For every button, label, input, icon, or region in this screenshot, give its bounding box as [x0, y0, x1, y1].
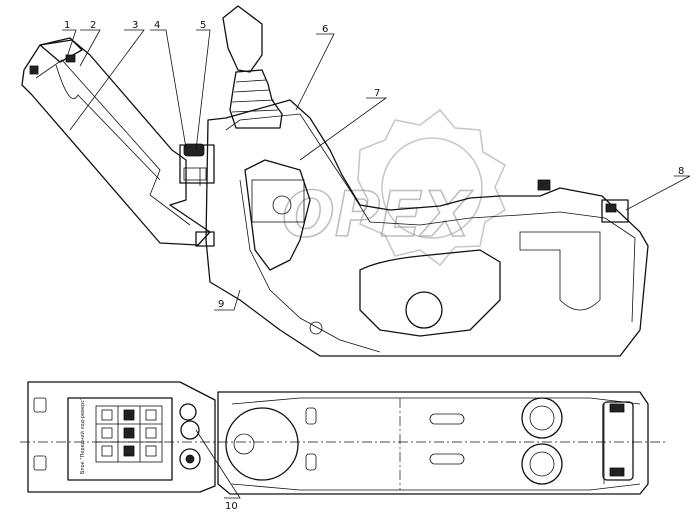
plan-rear-clip-1 — [609, 403, 625, 413]
console-body — [205, 99, 649, 357]
hinge-bracket — [195, 231, 215, 247]
callout-3: 3 — [132, 20, 138, 31]
plan-oval-slot-2 — [429, 453, 465, 465]
plan-view: Блок "Передний ход-реверс" — [27, 381, 649, 495]
plan-slot-2 — [305, 453, 317, 471]
plan-rear-block — [602, 401, 634, 481]
plan-rear-clip-2 — [609, 467, 625, 477]
side-view — [21, 5, 649, 357]
callout-7: 7 — [374, 88, 380, 99]
control-panel — [67, 397, 173, 481]
console-plan-inner — [231, 397, 641, 491]
lever-handle — [222, 5, 263, 73]
callout-10: 10 — [225, 501, 238, 512]
panel-switch-2 — [123, 427, 135, 439]
panel-switch-1 — [123, 409, 135, 421]
panel-switch-3 — [123, 445, 135, 457]
rear-bracket — [601, 199, 629, 223]
panel-indicator-1 — [101, 409, 113, 421]
leader-2 — [79, 29, 101, 67]
plan-oval-slot-1 — [429, 413, 465, 425]
callout-9: 9 — [218, 299, 224, 310]
armrest-top-pad — [39, 37, 83, 63]
panel-indicator-3 — [101, 445, 113, 457]
watermark-gear — [357, 108, 507, 267]
console-plan-outline — [217, 391, 649, 495]
lever-boot — [229, 69, 283, 129]
plan-circle-1 — [521, 397, 563, 439]
callout-1: 1 — [64, 20, 70, 31]
plan-circle-1-inner — [529, 405, 555, 431]
armrest-fastener — [29, 65, 39, 75]
leader-1 — [62, 29, 77, 61]
armrest-plan-pad-2 — [33, 455, 47, 471]
mechanism-pivot — [272, 195, 292, 215]
armrest-fastener-2 — [65, 54, 76, 63]
console-lower-contour — [239, 179, 381, 353]
leader-10 — [195, 429, 241, 499]
lever-opening — [225, 407, 299, 481]
switch-grid-frame — [95, 405, 163, 463]
callout-8: 8 — [678, 166, 684, 177]
panel-switch-grid — [95, 405, 163, 463]
callouts: 1 2 3 4 5 6 7 8 9 10 — [64, 20, 684, 512]
console-round-cutout — [405, 291, 443, 329]
panel-indicator-2 — [101, 427, 113, 439]
leader-9 — [214, 289, 241, 311]
armrest-plan-pad-1 — [33, 397, 47, 413]
plan-knob-1 — [179, 403, 197, 421]
callout-4: 4 — [154, 20, 160, 31]
panel-indicator-6 — [145, 445, 157, 457]
panel-indicator-5 — [145, 427, 157, 439]
console-slot — [359, 249, 501, 337]
leader-5 — [195, 29, 211, 151]
watermark-text: OPEX — [282, 178, 473, 251]
armrest-outline — [21, 39, 211, 246]
switch-body — [183, 167, 207, 181]
leader-7 — [299, 97, 388, 161]
panel-plate-text: Блок "Передний ход-реверс" — [79, 398, 86, 474]
plan-knob-3 — [179, 448, 201, 470]
plan-knob-2 — [180, 420, 200, 440]
callout-5: 5 — [200, 20, 206, 31]
armrest-cover — [55, 64, 161, 181]
lever-shaft — [233, 433, 255, 455]
plan-circle-2-inner — [529, 451, 555, 477]
callout-6: 6 — [322, 24, 328, 35]
leader-6 — [295, 33, 335, 111]
plan-knob-3-center — [185, 454, 195, 464]
console-inner-wall — [225, 113, 636, 323]
leader-3 — [69, 29, 145, 131]
armrest-inner-contour — [35, 59, 191, 226]
callout-2: 2 — [90, 20, 96, 31]
leader-lines — [62, 29, 691, 499]
watermark-gear-hub — [381, 137, 483, 239]
watermark: OPEX — [281, 108, 507, 267]
plan-circle-2 — [521, 443, 563, 485]
switch-knob — [183, 143, 205, 157]
lever-mechanism — [244, 159, 311, 271]
leader-4 — [150, 29, 187, 149]
plan-slot-1 — [305, 407, 317, 425]
lever-boot-ribs — [231, 79, 279, 113]
console-rear-slot — [519, 231, 601, 311]
panel-indicator-4 — [145, 409, 157, 421]
drain-hole — [309, 321, 323, 335]
rear-bracket-nut — [605, 203, 617, 213]
rear-bolt-head — [537, 179, 551, 191]
mechanism-bracket — [251, 179, 305, 223]
leader-8 — [625, 175, 691, 211]
armrest-plan-outline — [27, 381, 216, 493]
